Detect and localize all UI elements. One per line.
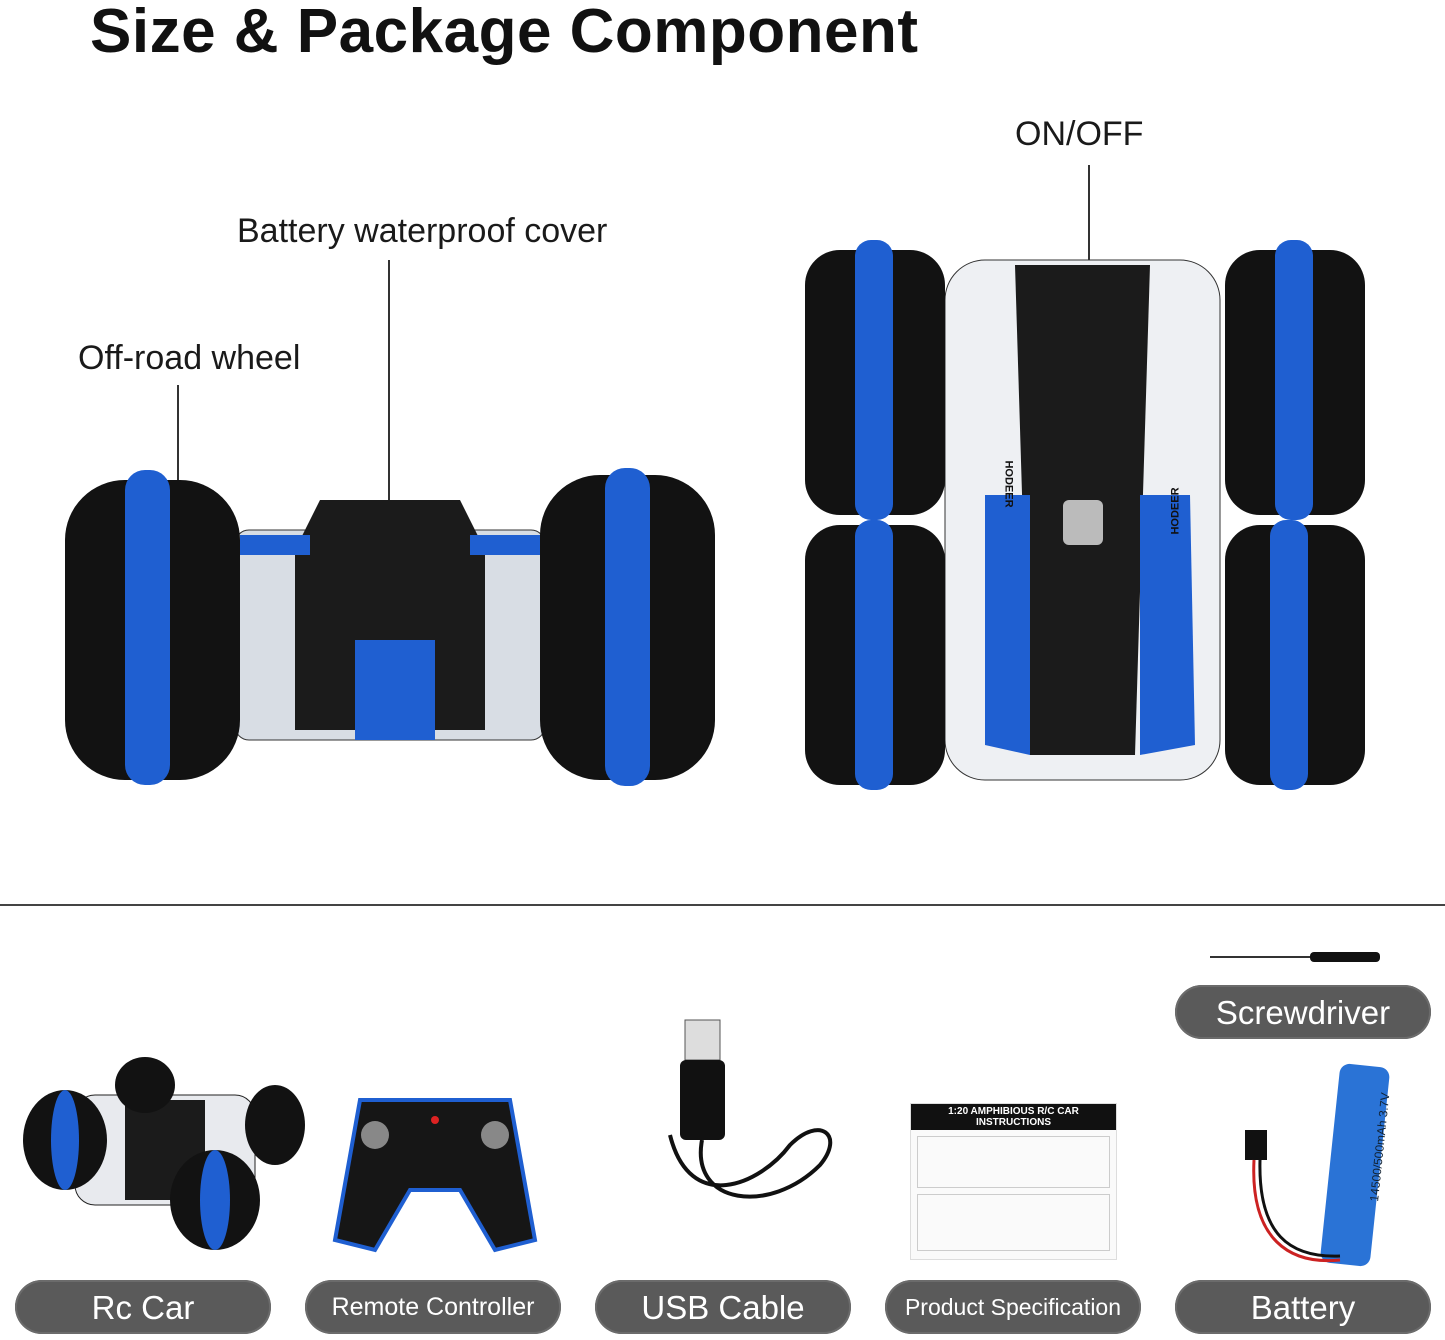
remote-controller-image	[332, 1098, 538, 1253]
leader-line	[177, 385, 179, 480]
component-label-remote-controller: Remote Controller	[305, 1280, 561, 1334]
callout-offroad-wheel: Off-road wheel	[78, 339, 301, 377]
car-top-view-image	[805, 240, 1365, 790]
component-label-battery: Battery	[1175, 1280, 1431, 1334]
component-label-product-specification: Product Specification	[885, 1280, 1141, 1334]
callout-battery-cover: Battery waterproof cover	[237, 212, 608, 250]
battery-image	[1245, 1063, 1390, 1267]
component-label-usb-cable: USB Cable	[595, 1280, 851, 1334]
usb-cable-image	[668, 1019, 833, 1199]
car-brand-label: HODEER	[1002, 460, 1015, 508]
product-specification-image: 1:20 AMPHIBIOUS R/C CAR INSTRUCTIONS	[910, 1103, 1117, 1260]
page-title: Size & Package Component	[90, 0, 919, 66]
manual-heading: INSTRUCTIONS	[976, 1117, 1051, 1128]
manual-heading: 1:20 AMPHIBIOUS R/C CAR	[948, 1106, 1079, 1117]
car-front-view-image	[65, 468, 715, 786]
callout-on-off: ON/OFF	[1015, 115, 1144, 153]
rc-car-image	[23, 1057, 305, 1250]
car-brand-label: HODEER	[1169, 487, 1182, 535]
component-label-rc-car: Rc Car	[15, 1280, 271, 1334]
component-label-screwdriver: Screwdriver	[1175, 985, 1431, 1039]
section-divider	[0, 904, 1445, 906]
leader-line	[388, 260, 390, 500]
screwdriver-image	[1210, 952, 1380, 962]
